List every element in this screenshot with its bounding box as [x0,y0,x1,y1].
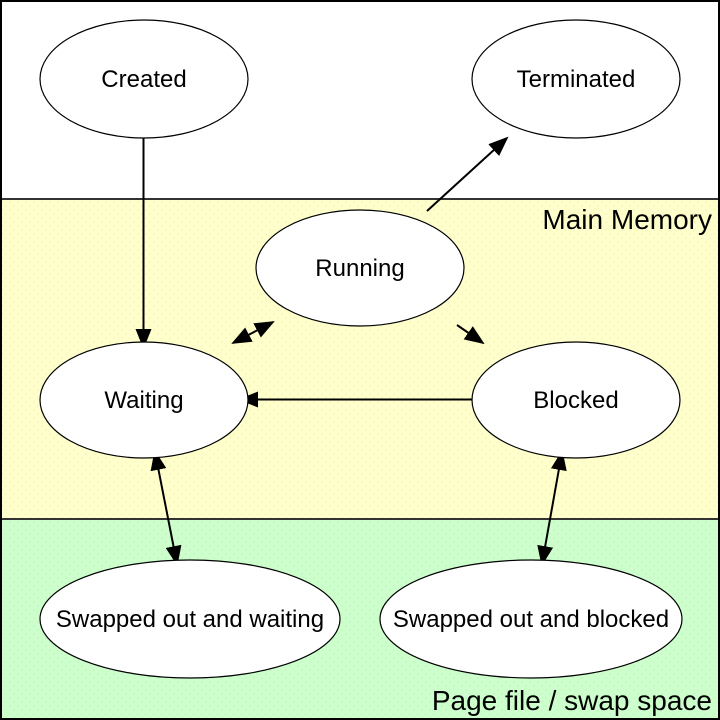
node-waiting-label: Waiting [104,387,183,414]
node-blocked: Blocked [471,341,681,459]
node-terminated-ellipse [471,19,681,139]
node-swapped-waiting-label: Swapped out and waiting [56,606,324,633]
node-swapped-blocked-label: Swapped out and blocked [393,606,669,633]
node-running: Running [255,209,465,327]
node-swapped-waiting: Swapped out and waiting [39,559,341,679]
band-label-main-memory: Main Memory [542,204,712,235]
node-created-ellipse [39,19,249,139]
node-blocked-ellipse [471,341,681,459]
node-swapped-blocked-ellipse [379,559,683,679]
edges [135,136,567,566]
node-blocked-label: Blocked [533,387,618,414]
node-created-label: Created [101,66,186,93]
edge-running-waiting-bidirectional [231,321,275,344]
edge-waiting-swapped-bidirectional [150,450,182,566]
node-terminated-label: Terminated [517,66,636,93]
node-waiting: Waiting [39,341,249,459]
edge-running-to-blocked [456,324,485,345]
node-swapped-waiting-ellipse [39,559,341,679]
band-label-swap-space: Page file / swap space [432,685,712,716]
node-waiting-ellipse [39,341,249,459]
node-running-label: Running [315,255,404,282]
node-created: Created [39,19,249,139]
node-running-ellipse [255,209,465,327]
node-terminated: Terminated [471,19,681,139]
edge-blocked-swapped-bidirectional [537,450,567,566]
node-swapped-blocked: Swapped out and blocked [379,559,683,679]
edge-running-to-terminated [426,136,509,212]
nodes: Created Terminated Running Waiting Block… [39,19,683,679]
